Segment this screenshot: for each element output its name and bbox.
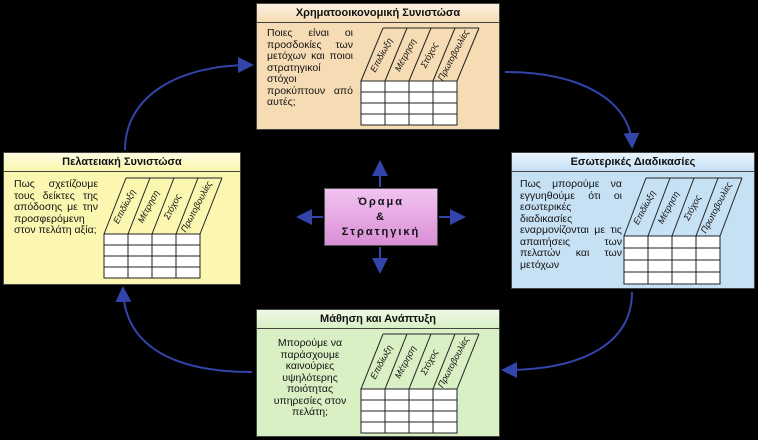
financial-title: Χρηματοοικονομική Συνιστώσα bbox=[257, 4, 499, 23]
customer-panel: Πελατειακή Συνιστώσα Πως σχετίζουμε τους… bbox=[3, 152, 241, 285]
learning-panel: Μάθηση και Ανάπτυξη Μπορούμε να παράσχου… bbox=[256, 309, 500, 437]
vision-label: Όραμα bbox=[357, 196, 405, 208]
financial-question: Ποιες είναι οι προσδοκίες των μετόχων κα… bbox=[267, 27, 353, 108]
column-header-label: Στόχος bbox=[418, 40, 440, 70]
ampersand-label: & bbox=[376, 211, 386, 223]
arrow-financial-to-internal bbox=[504, 71, 640, 149]
arrow-learning-to-customer bbox=[115, 286, 253, 373]
column-header-label: Στόχος bbox=[681, 193, 703, 223]
column-header-label: Στόχος bbox=[418, 347, 440, 377]
financial-panel: Χρηματοοικονομική Συνιστώσα Ποιες είναι … bbox=[256, 3, 500, 130]
column-header-label: Πρωτοβουλίες bbox=[436, 27, 472, 82]
column-header-label: Πρωτοβουλίες bbox=[179, 179, 215, 234]
vision-strategy-box: Όραμα & Στρατηγική bbox=[324, 188, 438, 246]
column-header-label: Μέτρηση bbox=[136, 189, 161, 225]
learning-question: Μπορούμε να παράσχουμε καινούριες υψηλότ… bbox=[273, 337, 347, 418]
arrow-internal-to-learning bbox=[501, 291, 633, 378]
customer-title: Πελατειακή Συνιστώσα bbox=[4, 153, 240, 172]
strategy-label: Στρατηγική bbox=[341, 226, 421, 238]
column-header-label: Στόχος bbox=[161, 192, 183, 222]
internal-title: Εσωτερικές Διαδικασίες bbox=[512, 153, 754, 172]
internal-question: Πως μπορούμε να εγγυηθούμε ότι οι εσωτερ… bbox=[520, 178, 622, 271]
learning-title: Μάθηση και Ανάπτυξη bbox=[257, 310, 499, 329]
column-header-label: Πρωτοβουλίες bbox=[436, 334, 472, 389]
arrow-customer-to-financial bbox=[124, 57, 254, 151]
column-header-label: Μέτρηση bbox=[656, 190, 681, 226]
customer-question: Πως σχετίζουμε τους δείκτες της απόδοσης… bbox=[14, 178, 98, 236]
column-header-label: Πρωτοβουλίες bbox=[699, 180, 735, 235]
internal-panel: Εσωτερικές Διαδικασίες Πως μπορούμε να ε… bbox=[511, 152, 755, 289]
